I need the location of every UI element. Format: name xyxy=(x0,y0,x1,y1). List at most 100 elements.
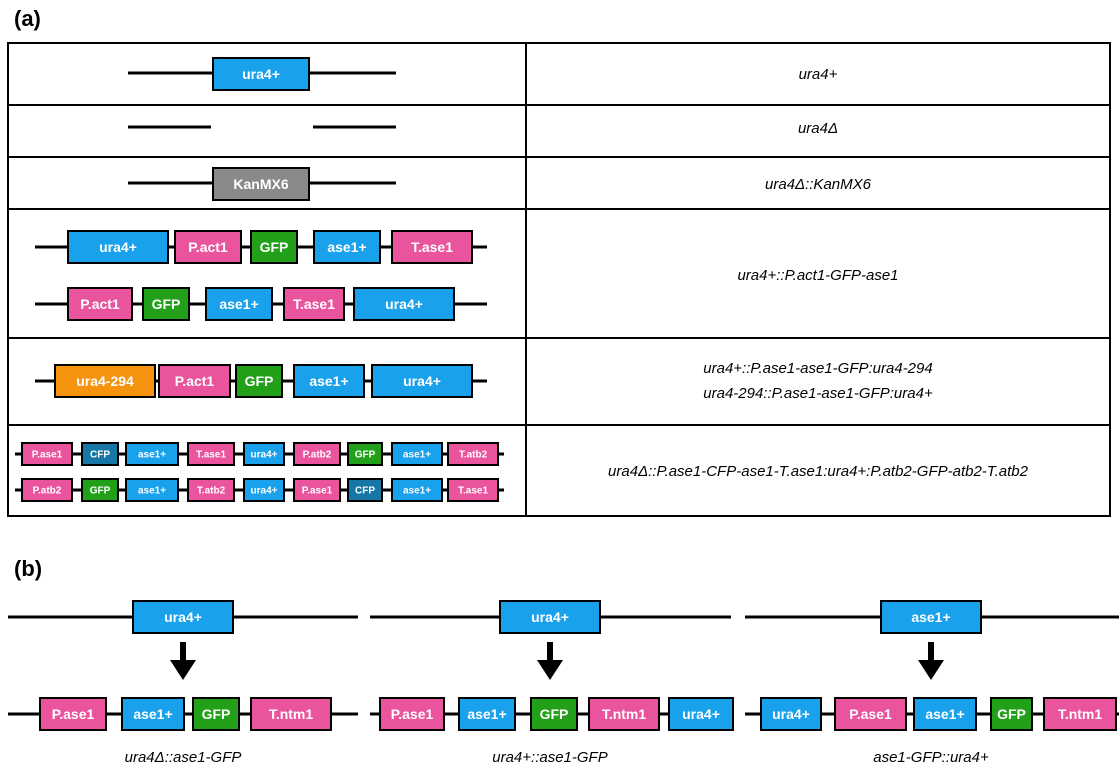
gene-label: ase1+ xyxy=(219,296,258,312)
genotype-label: ura4Δ::KanMX6 xyxy=(765,176,872,193)
gene-box-fill xyxy=(158,364,231,398)
down-arrow-icon xyxy=(537,660,563,680)
gene-box: ase1+ xyxy=(391,442,443,466)
gene-label: ase1+ xyxy=(403,450,431,461)
gene-box: P.atb2 xyxy=(21,478,73,502)
gene-box: CFP xyxy=(81,442,119,466)
gene-box: ura4-294 xyxy=(54,364,156,398)
gene-label: P.ase1 xyxy=(52,706,95,722)
gene-label: ase1+ xyxy=(327,239,366,255)
gene-label: P.act1 xyxy=(80,296,120,312)
down-arrow-icon xyxy=(918,660,944,680)
gene-box: ura4+ xyxy=(353,287,455,321)
result-gene-box: ura4+ xyxy=(760,697,822,731)
gene-label: GFP xyxy=(202,706,231,722)
gene-label: ura4+ xyxy=(403,373,441,389)
panel-b-label: (b) xyxy=(14,556,43,581)
genotype-label: ura4+::P.act1-GFP-ase1 xyxy=(737,267,898,284)
gene-label: ase1+ xyxy=(133,706,172,722)
result-gene-box: T.ntm1 xyxy=(1043,697,1117,731)
genotype-label: ura4+ xyxy=(799,66,838,83)
gene-box: T.ase1 xyxy=(447,478,499,502)
gene-box-fill xyxy=(174,230,242,264)
genotype-label: ura4Δ::P.ase1-CFP-ase1-T.ase1:ura4+:P.at… xyxy=(608,463,1029,480)
table-border xyxy=(7,42,1111,517)
gene-label: ura4+ xyxy=(99,239,137,255)
gene-label: ase1+ xyxy=(911,609,950,625)
construct-caption: ura4Δ::ase1-GFP xyxy=(125,749,242,766)
gene-label: T.ntm1 xyxy=(269,706,314,722)
gene-label: P.atb2 xyxy=(303,450,332,461)
gene-box: ura4+ xyxy=(371,364,473,398)
gene-label: T.ntm1 xyxy=(1058,706,1103,722)
gene-box-fill xyxy=(250,230,298,264)
gene-box-fill xyxy=(913,697,977,731)
gene-box-ura4: ura4+ xyxy=(212,57,310,91)
gene-box: P.act1 xyxy=(158,364,231,398)
gene-label: GFP xyxy=(260,239,289,255)
gene-label: CFP xyxy=(355,486,375,497)
down-arrow-icon xyxy=(170,660,196,680)
gene-box-fill xyxy=(458,697,516,731)
gene-label: P.ase1 xyxy=(849,706,892,722)
gene-box-fill xyxy=(250,697,332,731)
gene-box-fill xyxy=(499,600,601,634)
gene-box-fill xyxy=(990,697,1033,731)
gene-box-fill xyxy=(834,697,907,731)
gene-box-fill xyxy=(132,600,234,634)
gene-label: CFP xyxy=(90,450,110,461)
gene-box: GFP xyxy=(142,287,190,321)
gene-box-fill xyxy=(125,442,179,466)
gene-box-fill xyxy=(371,364,473,398)
result-gene-box: GFP xyxy=(990,697,1033,731)
gene-label: ura4+ xyxy=(164,609,202,625)
gene-label: ura4+ xyxy=(242,66,280,82)
gene-label: ase1+ xyxy=(138,450,166,461)
gene-box: GFP xyxy=(81,478,119,502)
gene-box: ura4+ xyxy=(243,478,285,502)
result-gene-box: ase1+ xyxy=(458,697,516,731)
gene-label: ura4+ xyxy=(251,450,278,461)
gene-box-fill xyxy=(21,442,73,466)
gene-label: ura4+ xyxy=(251,486,278,497)
gene-label: ura4+ xyxy=(531,609,569,625)
gene-box-fill xyxy=(588,697,660,731)
gene-box-fill xyxy=(293,364,365,398)
gene-label: P.ase1 xyxy=(391,706,434,722)
gene-box-fill xyxy=(447,478,499,502)
gene-label: GFP xyxy=(997,706,1026,722)
gene-box-fill xyxy=(243,478,285,502)
panel-a-label: (a) xyxy=(14,6,41,31)
gene-box-fill xyxy=(353,287,455,321)
gene-label: T.ase1 xyxy=(411,239,453,255)
genotype-label: ura4-294::P.ase1-ase1-GFP:ura4+ xyxy=(703,385,933,402)
gene-box-fill xyxy=(347,478,383,502)
gene-box: GFP xyxy=(235,364,283,398)
gene-label: ura4-294 xyxy=(76,373,134,389)
gene-box: P.act1 xyxy=(67,287,133,321)
gene-box: ase1+ xyxy=(391,478,443,502)
gene-box-fill xyxy=(235,364,283,398)
gene-label: ura4+ xyxy=(385,296,423,312)
gene-box: T.ase1 xyxy=(391,230,473,264)
result-gene-box: ura4+ xyxy=(668,697,734,731)
result-gene-box: ase1+ xyxy=(121,697,185,731)
gene-box-fill xyxy=(54,364,156,398)
gene-box-fill xyxy=(39,697,107,731)
gene-box-fill xyxy=(293,478,341,502)
result-gene-box: T.ntm1 xyxy=(250,697,332,731)
gene-box: ase1+ xyxy=(205,287,273,321)
result-gene-box: T.ntm1 xyxy=(588,697,660,731)
gene-box: ura4+ xyxy=(67,230,169,264)
gene-label: T.atb2 xyxy=(197,486,226,497)
gene-box-fill xyxy=(1043,697,1117,731)
gene-label: P.atb2 xyxy=(33,486,62,497)
gene-box-fill xyxy=(313,230,381,264)
gene-box: T.atb2 xyxy=(447,442,499,466)
gene-label: P.ase1 xyxy=(302,486,333,497)
gene-box-fill xyxy=(192,697,240,731)
target-gene-box: ase1+ xyxy=(880,600,982,634)
gene-label: ase1+ xyxy=(925,706,964,722)
gene-box-fill xyxy=(212,167,310,201)
gene-label: GFP xyxy=(90,486,111,497)
